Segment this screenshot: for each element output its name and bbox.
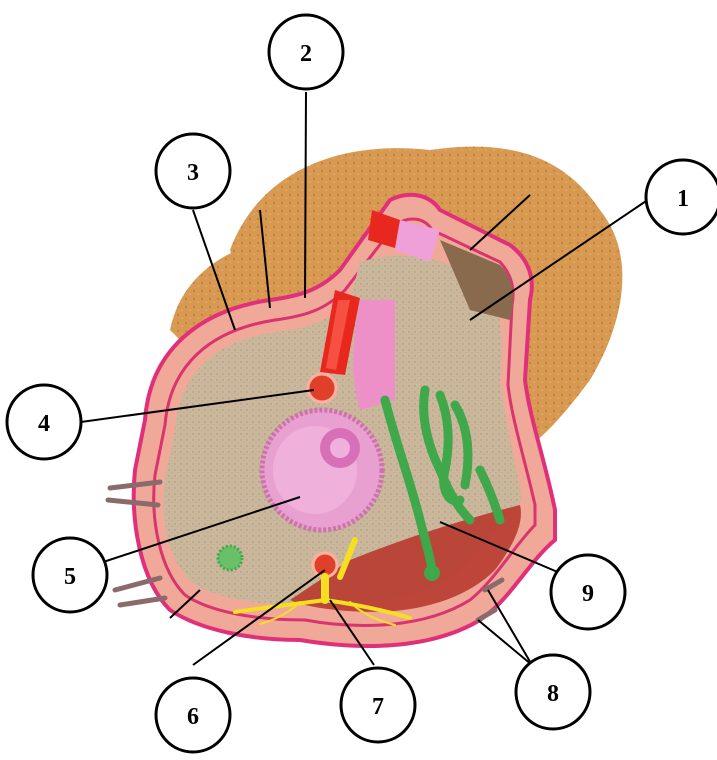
callout-3: 3	[156, 134, 230, 208]
callout-2-label: 2	[300, 41, 312, 67]
callout-9: 9	[551, 555, 625, 629]
callout-7: 7	[341, 668, 415, 742]
callout-4-label: 4	[38, 411, 50, 437]
callout-6-label: 6	[187, 704, 199, 730]
callout-4: 4	[7, 385, 81, 459]
callout-6: 6	[156, 678, 230, 752]
callout-5-label: 5	[64, 564, 76, 590]
callout-8: 8	[516, 655, 590, 729]
callout-2: 2	[269, 15, 343, 89]
callout-9-label: 9	[582, 581, 594, 607]
callout-1: 1	[646, 160, 717, 234]
callout-1-label: 1	[677, 186, 689, 212]
callout-5: 5	[33, 538, 107, 612]
upper-ganglion	[308, 374, 336, 402]
green-cell	[218, 546, 242, 570]
green-organ-end	[424, 565, 440, 581]
pink-stomach	[262, 410, 382, 530]
callout-3-label: 3	[187, 160, 199, 186]
callout-8-label: 8	[547, 681, 559, 707]
callout-7-label: 7	[372, 694, 384, 720]
